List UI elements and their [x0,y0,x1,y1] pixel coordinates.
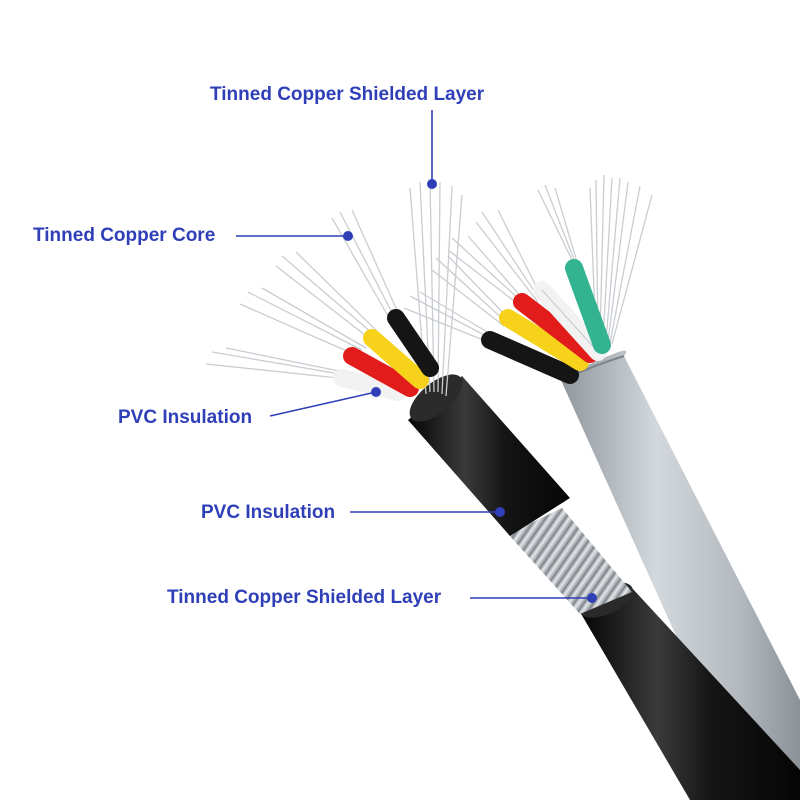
black-cable [205,179,800,800]
black-cable-strands [205,179,463,397]
black-wire-yellow [363,329,429,389]
marker-top-shield [427,179,437,189]
black-wire-red [343,347,419,397]
braided-shield [508,508,632,614]
black-wire-white [333,369,407,401]
leader-inner-insulation [269,391,377,417]
label-top-shield: Tinned Copper Shielded Layer [210,84,485,105]
gray-wire-black [481,331,579,384]
gray-wire-green [565,259,611,354]
gray-sheath [560,350,800,800]
marker-inner-insulation [371,387,381,397]
leader-lines [236,110,592,599]
gray-wire-red [513,293,599,363]
black-wire-black [387,309,439,377]
marker-bottom-shield [587,593,597,603]
inner-black-sheath [408,376,570,536]
gray-cable-strands [403,174,653,345]
leader-markers [343,179,597,603]
marker-outer-insulation [495,507,505,517]
label-inner-insulation: PVC Insulation [118,407,253,428]
outer-black-sheath [580,588,800,800]
gray-wire-yellow [499,309,589,371]
label-bottom-shield: Tinned Copper Shielded Layer [167,587,442,608]
gray-cable [403,174,800,800]
label-core: Tinned Copper Core [33,225,216,246]
marker-core [343,231,353,241]
label-outer-insulation: PVC Insulation [201,502,336,523]
